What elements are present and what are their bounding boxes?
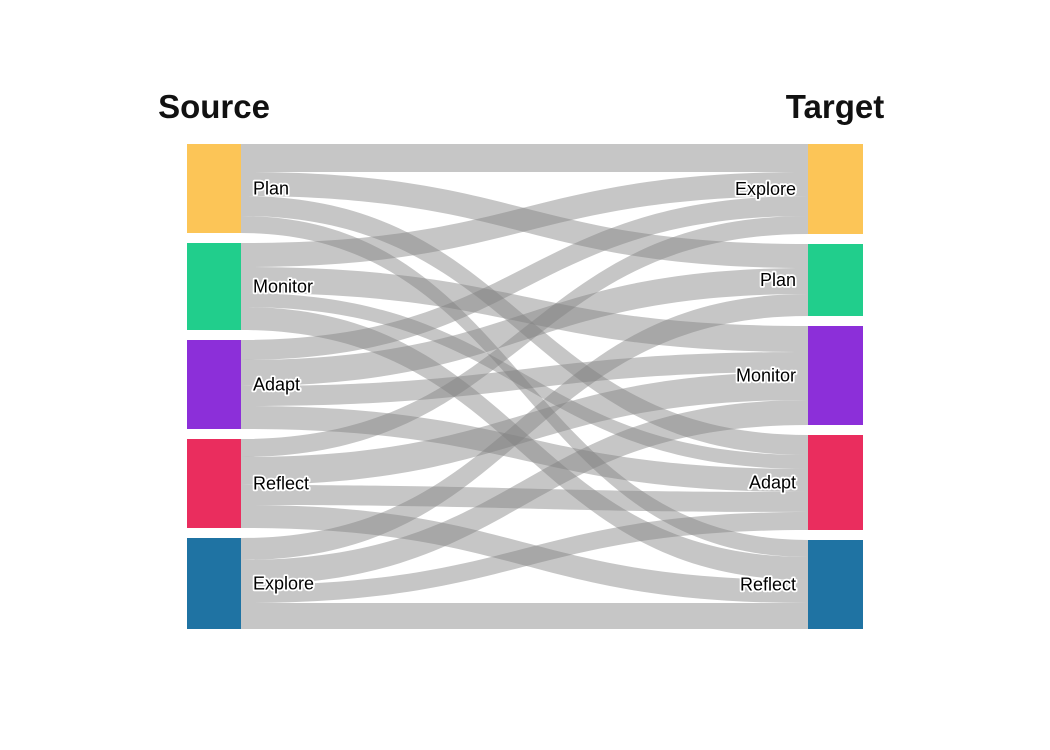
source-node-plan[interactable] xyxy=(187,144,241,233)
sankey-link-explore-to-adapt[interactable] xyxy=(241,512,808,603)
sankey-link-plan-to-reflect[interactable] xyxy=(241,216,808,557)
source-node-label-adapt: Adapt xyxy=(253,375,300,395)
source-node-explore[interactable] xyxy=(187,538,241,629)
target-node-monitor[interactable] xyxy=(808,326,863,425)
target-node-adapt[interactable] xyxy=(808,435,863,530)
sankey-link-plan-to-explore[interactable] xyxy=(241,144,808,172)
target-node-label-reflect: Reflect xyxy=(740,575,796,595)
labels-layer: PlanMonitorAdaptReflectExploreExplorePla… xyxy=(251,177,798,597)
source-node-adapt[interactable] xyxy=(187,340,241,429)
sankey-link-adapt-to-plan[interactable] xyxy=(241,268,808,386)
sankey-link-explore-to-monitor[interactable] xyxy=(241,400,808,585)
links-layer xyxy=(241,144,808,629)
source-node-label-explore: Explore xyxy=(253,574,314,594)
target-node-label-explore: Explore xyxy=(735,179,796,199)
source-node-label-monitor: Monitor xyxy=(253,277,313,297)
sankey-link-reflect-to-adapt[interactable] xyxy=(241,485,808,512)
source-node-label-plan: Plan xyxy=(253,179,289,199)
sankey-link-monitor-to-monitor[interactable] xyxy=(241,267,808,352)
sankey-link-adapt-to-monitor[interactable] xyxy=(241,352,808,406)
target-node-label-monitor: Monitor xyxy=(736,366,796,386)
sankey-link-monitor-to-adapt[interactable] xyxy=(241,293,808,469)
sankey-link-reflect-to-explore[interactable] xyxy=(241,216,808,457)
sankey-link-reflect-to-monitor[interactable] xyxy=(241,372,808,485)
source-column-title: Source xyxy=(158,88,270,125)
nodes-layer xyxy=(187,144,863,629)
sankey-link-explore-to-reflect[interactable] xyxy=(241,603,808,629)
sankey-link-reflect-to-reflect[interactable] xyxy=(241,505,808,603)
sankey-link-adapt-to-explore[interactable] xyxy=(241,196,808,360)
sankey-link-explore-to-plan[interactable] xyxy=(241,294,808,560)
source-node-label-reflect: Reflect xyxy=(253,474,309,494)
target-node-explore[interactable] xyxy=(808,144,863,234)
target-node-reflect[interactable] xyxy=(808,540,863,629)
sankey-link-monitor-to-explore[interactable] xyxy=(241,172,808,267)
target-node-label-plan: Plan xyxy=(760,270,796,290)
sankey-link-plan-to-adapt[interactable] xyxy=(241,196,808,455)
target-node-plan[interactable] xyxy=(808,244,863,316)
source-node-monitor[interactable] xyxy=(187,243,241,330)
target-node-label-adapt: Adapt xyxy=(749,473,796,493)
sankey-link-plan-to-plan[interactable] xyxy=(241,172,808,268)
sankey-link-adapt-to-adapt[interactable] xyxy=(241,406,808,492)
sankey-link-monitor-to-reflect[interactable] xyxy=(241,307,808,580)
source-node-reflect[interactable] xyxy=(187,439,241,528)
target-column-title: Target xyxy=(786,88,884,125)
